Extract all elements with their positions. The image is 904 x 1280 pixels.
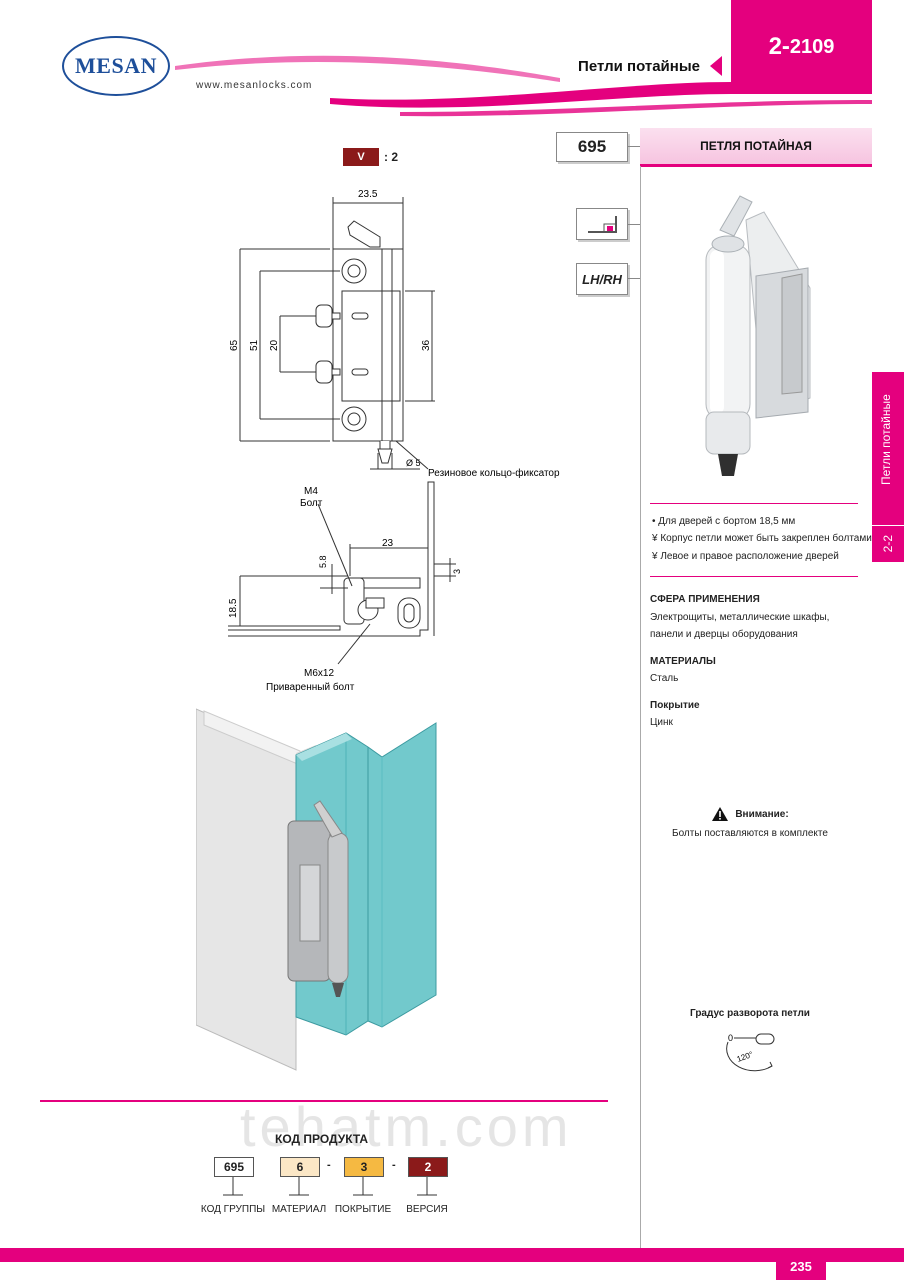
footer-bar bbox=[0, 1248, 904, 1262]
application-text-2: панели и дверцы оборудования bbox=[650, 629, 798, 640]
side-tab: Петли потайные 2-2 bbox=[872, 372, 904, 562]
rotation-angle: 120° bbox=[736, 1050, 755, 1064]
dim-20: 20 bbox=[269, 339, 280, 351]
variant-count: : 2 bbox=[384, 150, 399, 164]
section-pointer-icon bbox=[710, 56, 722, 76]
bolt-m4-label: Болт bbox=[300, 498, 323, 509]
header-swoosh bbox=[175, 55, 872, 117]
coating-value: Цинк bbox=[650, 717, 673, 728]
warning-text: Болты поставляются в комплекте bbox=[672, 828, 828, 839]
side-tab-label: Петли потайные bbox=[879, 394, 893, 486]
dim-diameter-5: Ø 5 bbox=[406, 458, 421, 468]
rotation-zero: 0 bbox=[728, 1033, 733, 1043]
feature-item: ¥ Левое и правое расположение дверей bbox=[652, 551, 839, 562]
dim-5-8: 5.8 bbox=[318, 555, 328, 568]
dim-3: 3 bbox=[452, 569, 462, 574]
rotation-angle-icon: 0 120° bbox=[726, 1033, 775, 1072]
product-title: ПЕТЛЯ ПОТАЙНАЯ bbox=[640, 128, 872, 167]
mounting-type-icon bbox=[576, 208, 628, 240]
dim-23: 23 bbox=[382, 538, 394, 549]
code-connectors bbox=[223, 1177, 437, 1196]
watermark: tehatm.com bbox=[240, 1095, 573, 1158]
lh-rh-label: LH/RH bbox=[582, 271, 622, 287]
coating-code-box: 3 bbox=[344, 1157, 384, 1177]
rotation-heading: Градус разворота петли bbox=[690, 1008, 810, 1019]
group-code-label: КОД ГРУППЫ bbox=[200, 1204, 266, 1215]
section-title: Петли потайные bbox=[578, 58, 700, 75]
bolt-m6-label: Приваренный болт bbox=[266, 681, 355, 693]
version-label: ВЕРСИЯ bbox=[406, 1204, 448, 1215]
website-url: www.mesanlocks.com bbox=[196, 80, 313, 91]
dim-65: 65 bbox=[229, 339, 240, 351]
feature-item: ¥ Корпус петли может быть закреплен болт… bbox=[652, 533, 872, 544]
section-view-drawing: M4 Болт 23 5.8 3 18.5 M6x12 Приваренный … bbox=[228, 481, 462, 693]
mesan-logo: MESAN bbox=[62, 36, 170, 96]
connector-line bbox=[627, 146, 640, 147]
application-heading: СФЕРА ПРИМЕНЕНИЯ bbox=[650, 594, 760, 605]
side-tab-code: 2-2 bbox=[881, 535, 895, 553]
rubber-ring-label: Резиновое кольцо-фиксатор bbox=[428, 467, 560, 479]
materials-value: Сталь bbox=[650, 673, 679, 684]
material-label: МАТЕРИАЛ bbox=[271, 1204, 327, 1215]
lh-rh-badge: LH/RH bbox=[576, 263, 628, 295]
divider-line bbox=[650, 576, 858, 577]
variant-badge: V bbox=[343, 148, 379, 166]
page-number: 235 bbox=[776, 1252, 826, 1280]
bolt-m4: M4 bbox=[304, 486, 318, 497]
materials-heading: МАТЕРИАЛЫ bbox=[650, 656, 716, 667]
code-separator: - bbox=[392, 1159, 396, 1171]
divider-line bbox=[650, 503, 858, 504]
warning-heading: Внимание: bbox=[735, 808, 789, 820]
connector-line bbox=[627, 278, 640, 279]
product-code: 695 bbox=[556, 132, 628, 162]
section-code-prefix: 2- bbox=[768, 33, 790, 60]
bolt-m6: M6x12 bbox=[304, 668, 334, 679]
section-code-suffix: 2109 bbox=[789, 35, 835, 58]
dim-23-5: 23.5 bbox=[358, 189, 378, 200]
dim-36: 36 bbox=[421, 339, 432, 351]
application-text-1: Электрощиты, металлические шкафы, bbox=[650, 612, 830, 623]
dim-51: 51 bbox=[249, 339, 260, 351]
version-code-box: 2 bbox=[408, 1157, 448, 1177]
group-code-box: 695 bbox=[214, 1157, 254, 1177]
connector-line bbox=[627, 224, 640, 225]
coating-label: ПОКРЫТИЕ bbox=[334, 1204, 392, 1215]
product-render bbox=[705, 195, 811, 476]
front-view-drawing: 23.5 65 51 20 36 Ø 5 Резиновое кольцо-фи… bbox=[229, 189, 560, 479]
section-code: 2-2109 bbox=[731, 0, 872, 94]
feature-item: • Для дверей с бортом 18,5 мм bbox=[652, 516, 796, 527]
product-code-heading: КОД ПРОДУКТА bbox=[275, 1132, 369, 1146]
divider-line bbox=[40, 1100, 608, 1102]
installation-illustration bbox=[196, 708, 437, 1071]
material-code-box: 6 bbox=[280, 1157, 320, 1177]
coating-heading: Покрытие bbox=[650, 700, 700, 711]
dim-18-5: 18.5 bbox=[228, 598, 239, 618]
code-separator: - bbox=[327, 1159, 331, 1171]
column-divider bbox=[640, 166, 641, 1250]
warning-icon bbox=[712, 807, 729, 821]
warning-block: Внимание: Болты поставляются в комплекте bbox=[650, 806, 850, 839]
